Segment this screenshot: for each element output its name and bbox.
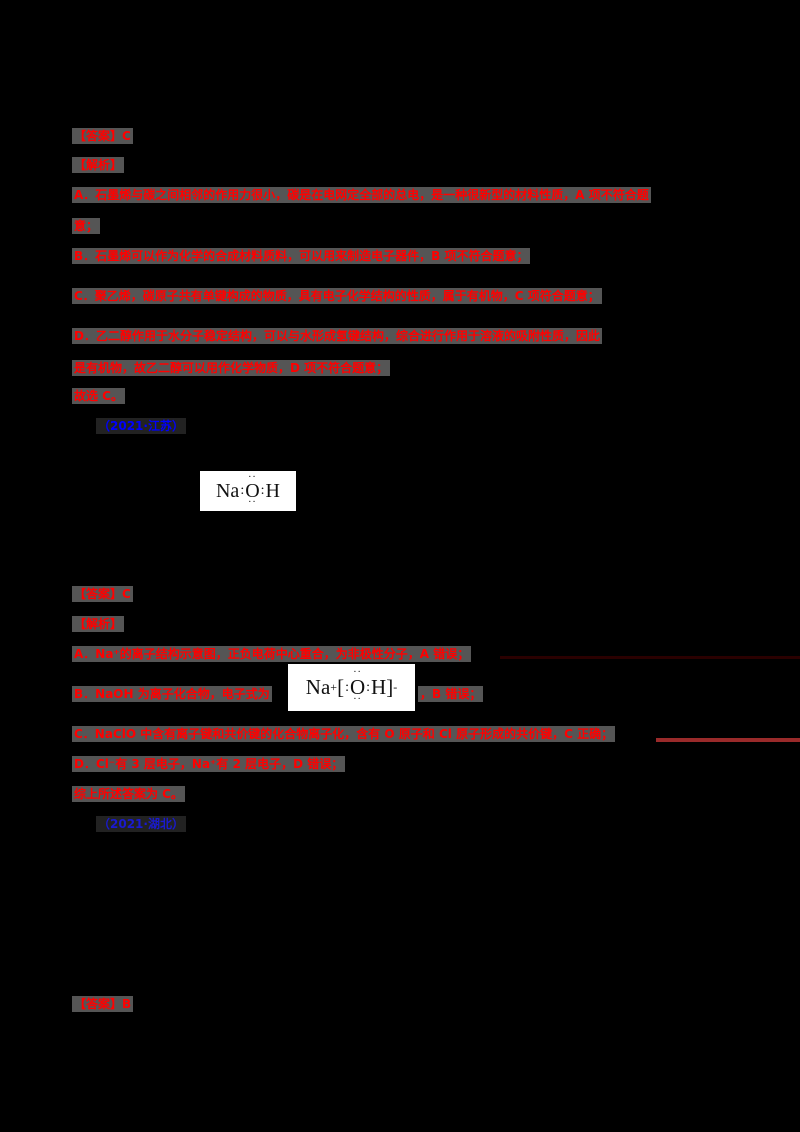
- formula-dots-top: ··: [248, 471, 257, 483]
- q1-analysis-label: 【解析】: [72, 157, 125, 173]
- formula-plus: +: [330, 680, 338, 694]
- formula-na: Na: [215, 479, 240, 502]
- q2-option-b-pre: B．NaOH 为离子化合物，电子式为: [72, 686, 272, 702]
- q2-option-b-post: ，B 错误；: [418, 686, 484, 702]
- formula-minus: -: [393, 680, 398, 694]
- formula-dots-bottom: ··: [248, 496, 257, 508]
- divider-rule: [500, 656, 800, 659]
- formula-dots-bottom: ··: [353, 694, 362, 705]
- q2-option-d: D．Cl⁻有 3 层电子，Na⁺有 2 层电子，D 错误；: [72, 756, 346, 772]
- formula-left-bracket: [: [337, 675, 345, 699]
- formula-right-bracket: ]: [386, 675, 394, 699]
- q2-answer: 【答案】C: [72, 586, 133, 602]
- naoh-ionic-formula: Na + [ : ·· O ·· : H ] -: [288, 664, 415, 711]
- q2-conclusion: 综上所述答案为 C。: [72, 786, 185, 802]
- highlight-rule: [656, 738, 800, 742]
- q1-conclusion: 故选 C。: [72, 388, 125, 404]
- q1-option-a-line1: A．石墨烯与碳之间相邻的作用力很小，碳是在电网定全部的总电，是一种很新型的材料性…: [72, 187, 651, 203]
- q2-analysis-label: 【解析】: [72, 616, 125, 632]
- formula-o: O: [245, 479, 260, 502]
- formula-o: O: [349, 675, 366, 699]
- formula-dots-top: ··: [353, 667, 362, 678]
- formula-oxygen: ·· O ··: [245, 472, 260, 507]
- q1-option-d-line2: 是有机物，故乙二醇可以用作化学物质，D 项不符合题意；: [72, 360, 391, 376]
- formula-dots: :: [345, 679, 349, 695]
- formula-na: Na: [305, 675, 331, 699]
- q3-answer: 【答案】B: [72, 996, 134, 1012]
- formula-dots: :: [240, 483, 245, 498]
- formula-h: H: [371, 675, 387, 699]
- naoh-covalent-formula: Na : ·· O ·· : H: [200, 471, 296, 511]
- q2-source-tag: （2021·湖北）: [96, 816, 186, 832]
- formula-oxygen: ·· O ··: [349, 668, 366, 705]
- q1-option-a-line2: 意；: [72, 218, 101, 234]
- q1-option-c: C．聚乙烯，碳原子共有单键构成的物质，具有电子化学结构的性质，属于有机物，C 项…: [72, 288, 602, 304]
- formula-h: H: [265, 479, 280, 502]
- q2-option-a: A．Na⁺的离子结构示意图，正负电荷中心重合，为非极性分子，A 错误；: [72, 646, 472, 662]
- formula-dots: :: [260, 483, 265, 498]
- q1-answer: 【答案】C: [72, 128, 133, 144]
- q1-option-d-line1: D．乙二醇作用于水分子稳定结构，可以与水形成氢键结构，综合进行作用于溶液的吸附性…: [72, 328, 602, 344]
- q1-source-tag: （2021·江苏）: [96, 418, 186, 434]
- q1-option-b: B．石墨烯可以作为化学的合成材料质料，可以用来制造电子器件，B 项不符合题意；: [72, 248, 531, 264]
- formula-dots: :: [366, 679, 371, 695]
- q2-option-c: C．NaClO 中含有离子键和共价键的化合物离子化，含有 O 原子和 Cl 原子…: [72, 726, 616, 742]
